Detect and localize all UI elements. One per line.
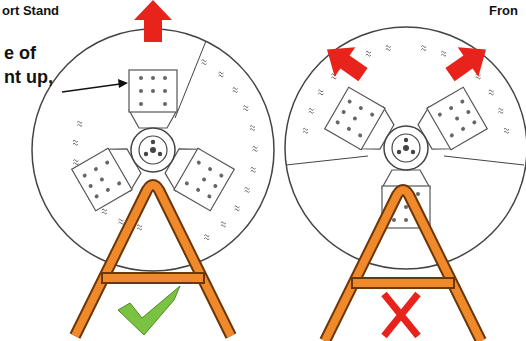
tick-mark xyxy=(219,72,224,77)
tick-mark xyxy=(235,206,240,211)
tick-mark xyxy=(250,126,255,131)
tick-mark xyxy=(221,222,226,227)
tick-mark xyxy=(366,51,371,56)
tick-mark xyxy=(102,209,107,214)
tick-mark xyxy=(421,46,426,51)
note-fragment: e of xyxy=(4,44,36,64)
tick-mark xyxy=(118,219,123,224)
tick-mark xyxy=(441,51,446,56)
tick-mark xyxy=(498,108,503,113)
tick-mark xyxy=(73,140,78,145)
tick-mark xyxy=(318,90,323,95)
heading-fragment: Fron xyxy=(489,4,518,18)
tick-mark xyxy=(504,128,509,133)
tick-mark xyxy=(252,146,257,151)
tick-mark xyxy=(245,187,250,192)
tick-mark xyxy=(137,225,142,230)
tick-mark xyxy=(251,167,256,172)
tick-mark xyxy=(303,128,308,133)
tick-mark xyxy=(202,60,207,65)
tick-mark xyxy=(73,160,78,165)
tick-mark xyxy=(243,106,248,111)
heading-fragment: ort Stand xyxy=(2,4,59,18)
tick-mark xyxy=(489,90,494,95)
tick-mark xyxy=(204,235,209,240)
tick-mark xyxy=(386,46,391,51)
tick-mark xyxy=(77,121,82,126)
tick-mark xyxy=(309,108,314,113)
tick-mark xyxy=(233,88,238,93)
note-fragment: nt up, xyxy=(4,68,53,88)
